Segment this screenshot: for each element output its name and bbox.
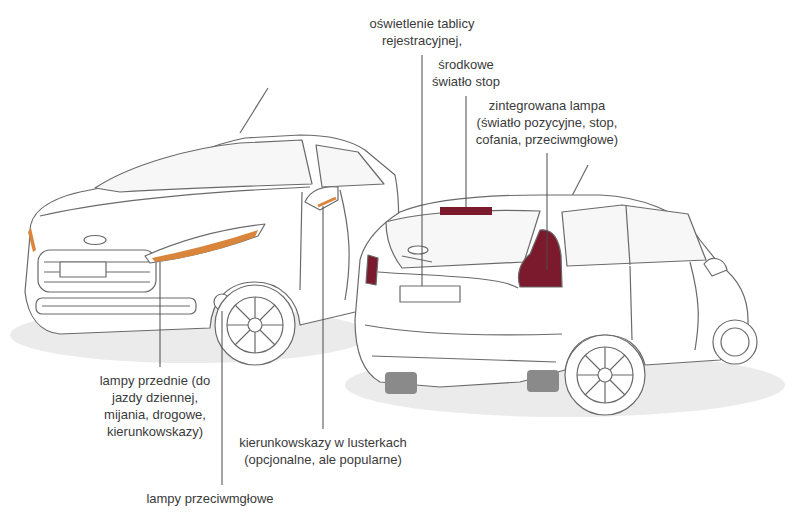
front-car-part — [145, 224, 265, 263]
part-label: oświetlenie tablicy rejestracyjnej, — [342, 15, 502, 49]
rear-car-part — [440, 207, 492, 215]
rear-car-part — [385, 372, 417, 394]
front-car-part — [84, 236, 106, 245]
rear-car-part — [408, 246, 428, 254]
front-car-part — [248, 318, 262, 332]
rear-car — [355, 165, 757, 415]
front-car-part — [25, 135, 399, 334]
leader-line-part — [160, 262, 161, 367]
front-car-part — [60, 262, 106, 277]
leader-line-part — [547, 153, 548, 270]
rear-car-part — [713, 320, 757, 364]
rear-car-part — [598, 368, 612, 382]
front-car-part — [95, 140, 312, 192]
rear-car-part — [527, 370, 559, 392]
rear-car-part — [565, 335, 645, 415]
front-car-part — [227, 297, 283, 353]
rear-car-part — [402, 256, 432, 262]
rear-car-part — [518, 230, 562, 287]
rear-car-part — [355, 195, 748, 387]
rear-car-part — [626, 206, 698, 350]
front-car-part — [316, 145, 384, 187]
part-label: zintegrowana lampa (światło pozycyjne, s… — [470, 97, 625, 148]
rear-car-part — [577, 347, 633, 403]
part-label: lampy przednie (do jazdy dziennej, mijan… — [95, 372, 215, 440]
leader-line-part — [222, 311, 223, 485]
leader-line-part — [422, 55, 423, 286]
front-car-part — [227, 297, 283, 353]
rear-car-part — [562, 205, 706, 266]
rear-car-part — [365, 325, 562, 362]
front-car-part — [40, 187, 310, 216]
part-label: środkowe światło stop — [419, 56, 514, 90]
front-car-part — [152, 230, 258, 262]
part-label: lampy przeciwmgłowe — [125, 490, 295, 507]
front-car-part — [28, 228, 36, 252]
front-car — [25, 88, 399, 365]
rear-car-part — [386, 210, 540, 268]
rear-car-part — [577, 347, 633, 403]
rear-car-part — [572, 165, 588, 196]
front-car-part — [42, 305, 190, 306]
leader-line-part — [466, 96, 467, 207]
rear-car-part — [721, 328, 749, 356]
rear-car-part — [704, 258, 727, 276]
front-car-part — [240, 88, 268, 133]
front-car-part — [305, 187, 338, 210]
front-car-part — [340, 190, 349, 300]
front-car-part — [36, 298, 196, 314]
front-car-part — [318, 198, 336, 206]
rear-car-part — [366, 255, 378, 285]
part-label: kierunkowskazy w lusterkach (opcjonalne,… — [228, 434, 418, 468]
front-car-part — [215, 285, 295, 365]
front-car-part — [300, 192, 302, 290]
rear-car-part — [400, 286, 460, 302]
leader-line-part — [323, 206, 324, 429]
front-car-part — [38, 250, 156, 292]
front-car-part — [44, 262, 150, 282]
